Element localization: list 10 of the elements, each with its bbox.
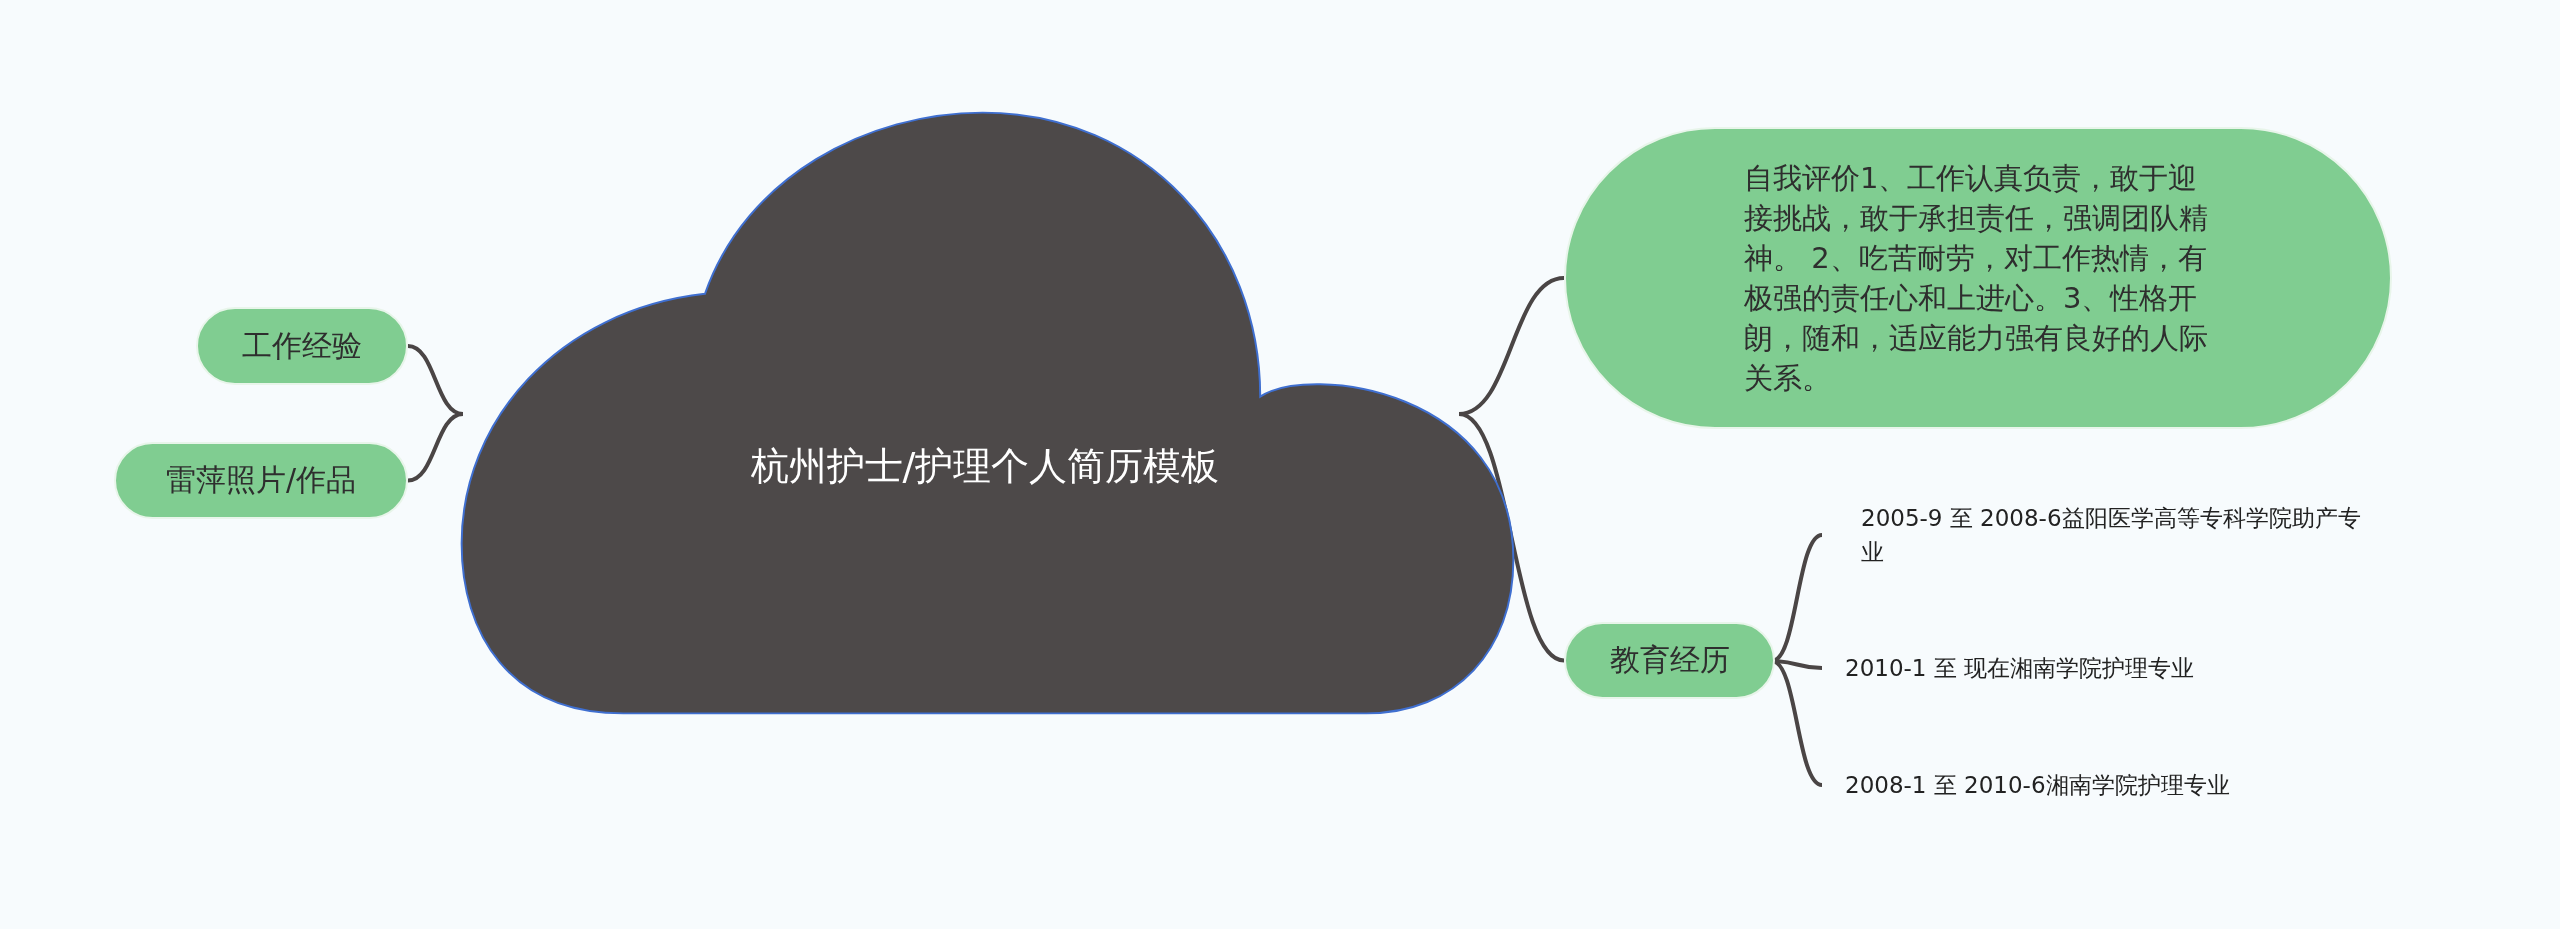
connector-line [1458, 412, 1565, 663]
topic-pill: 工作经验 [196, 307, 408, 385]
item-text: 2005-9 至 2008-6益阳医学高等专科学院助产专业 [1822, 498, 2422, 572]
connector-line [407, 412, 464, 483]
topic-pill: 雷萍照片/作品 [114, 442, 408, 519]
topic-pill: 自我评价1、工作认真负责，敢于迎接挑战，敢于承担责任，强调团队精神。 2、吃苦耐劳，对工作热情，有极强的责任心和上进心。3、性格开朗，随和，适应能力强有良好的人际关系。 [1564, 127, 2392, 429]
item-text: 2008-1 至 2010-6湘南学院护理专业 [1822, 765, 2382, 805]
topic-pill: 教育经历 [1564, 622, 1775, 699]
root-title: 杭州护士/护理个人简历模板 [749, 443, 1221, 490]
item-text: 2010-1 至 现在湘南学院护理专业 [1822, 648, 2362, 688]
